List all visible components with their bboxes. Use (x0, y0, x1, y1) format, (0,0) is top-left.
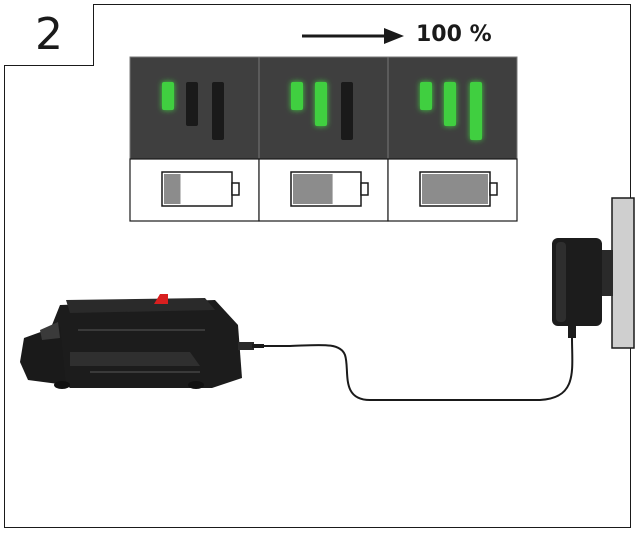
led-indicator-on (420, 82, 432, 110)
battery-fill (293, 174, 333, 204)
led-indicator-on (470, 82, 482, 140)
battery-fill (422, 174, 488, 204)
led-panel-2 (258, 56, 389, 160)
battery-icon-2 (258, 158, 389, 222)
led-panel-3 (387, 56, 518, 160)
led-status-panels (129, 56, 518, 160)
battery-level-row (129, 158, 518, 222)
battery-icon-1 (129, 158, 260, 222)
battery-charger-icon (20, 294, 264, 389)
step-number: 2 (35, 9, 63, 60)
led-indicator-off (341, 82, 353, 140)
battery-fill (164, 174, 181, 204)
wall-icon (611, 197, 635, 349)
progress-arrow-icon (302, 28, 404, 44)
led-indicator-off (212, 82, 224, 140)
led-indicator-on (315, 82, 327, 126)
led-panel-1 (129, 56, 260, 160)
led-indicator-on (162, 82, 174, 110)
step-number-box: 2 (4, 4, 94, 66)
led-indicator-off (186, 82, 198, 126)
full-charge-label: 100 % (416, 22, 492, 47)
wall-adapter-icon (552, 238, 613, 338)
led-indicator-on (291, 82, 303, 110)
charging-cable (262, 337, 574, 401)
battery-icon-3 (387, 158, 518, 222)
led-indicator-on (444, 82, 456, 126)
release-button-icon (154, 294, 168, 304)
